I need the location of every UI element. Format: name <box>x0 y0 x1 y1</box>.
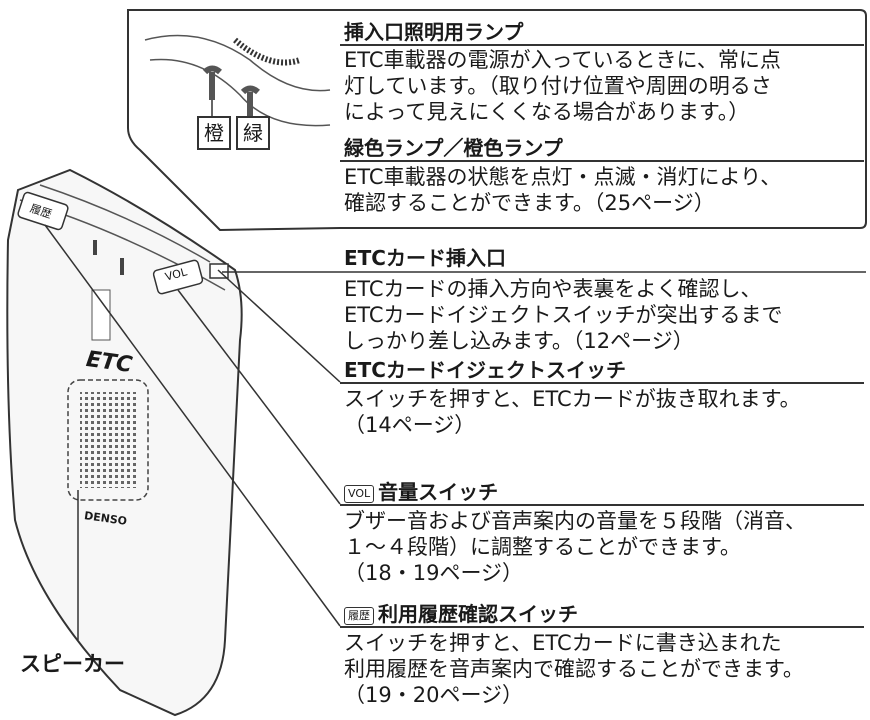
green-lamp-magnified <box>240 85 260 118</box>
eject-title: ETCカードイジェクトスイッチ <box>344 358 626 382</box>
lamp-title: 挿入口照明用ランプ <box>344 20 524 44</box>
vol-tag-icon: VOL <box>344 484 375 503</box>
green-orange-body: ETC車載器の状態を点灯・点滅・消灯により、 確認することができます。（25ペー… <box>344 165 782 215</box>
card-slot-body: ETCカードの挿入方向や表裏をよく確認し、 ETCカードイジェクトスイッチが突出… <box>344 277 783 353</box>
orange-lamp-magnified <box>202 65 222 100</box>
card-slot-title: ETCカード挿入口 <box>344 246 506 270</box>
callout-frame <box>127 9 867 232</box>
vol-button-device <box>152 259 204 295</box>
history-body: スイッチを押すと、ETCカードに書き込まれた 利用履歴を音声案内で確認することが… <box>344 631 804 707</box>
speaker-grille <box>67 379 149 501</box>
history-title-text: 利用履歴確認スイッチ <box>378 602 578 626</box>
volume-body: ブザー音および音声案内の音量を５段階（消音、 １～４段階）に調整することができま… <box>344 509 806 585</box>
green-box-label: 緑 <box>236 116 270 150</box>
speaker-label: スピーカー <box>20 652 125 676</box>
volume-title-text: 音量スイッチ <box>378 480 499 504</box>
eject-body: スイッチを押すと、ETCカードが抜き取れます。 （14ページ） <box>344 387 801 437</box>
history-button-device <box>17 191 69 231</box>
history-title: 履歴利用履歴確認スイッチ <box>344 598 578 627</box>
green-orange-title: 緑色ランプ／橙色ランプ <box>344 136 563 160</box>
history-tag-icon: 履歴 <box>344 606 374 625</box>
lamp-body: ETC車載器の電源が入っているときに、常に点 灯しています。（取り付け位置や周囲… <box>344 48 781 124</box>
orange-box-label: 橙 <box>197 116 231 150</box>
